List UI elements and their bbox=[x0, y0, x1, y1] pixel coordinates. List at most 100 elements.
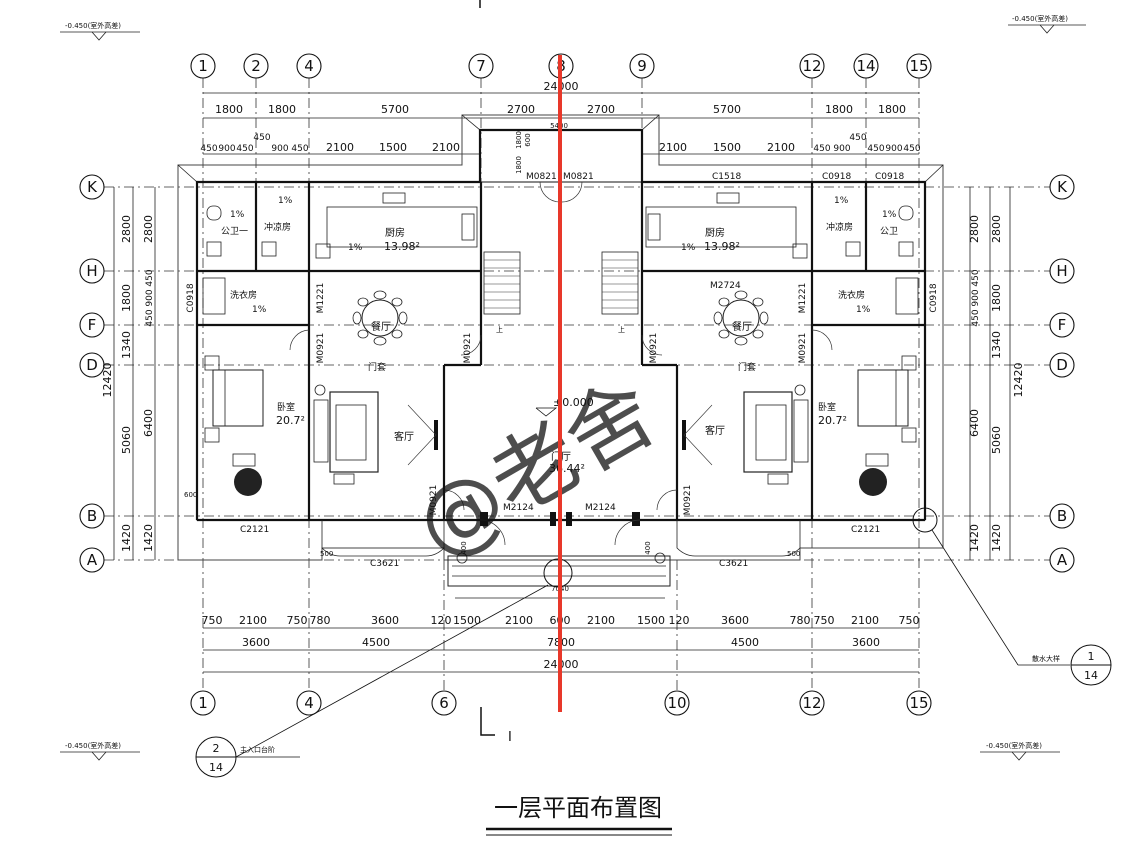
sofa-left bbox=[313, 384, 438, 485]
callout-scatter-water: 1 14 散水大样 bbox=[912, 507, 1112, 686]
dim-text: 450 bbox=[145, 309, 155, 326]
door-swings bbox=[289, 181, 833, 546]
dim-text: 2800 bbox=[968, 215, 981, 243]
slope-label: 1% bbox=[278, 196, 293, 206]
door-code: M0821 bbox=[563, 172, 594, 182]
dim-text: 1420 bbox=[990, 524, 1003, 552]
dim-text: 1800 bbox=[215, 103, 243, 116]
axis-label: 4 bbox=[304, 57, 314, 75]
elevation-mark-text: -0.450(室外高差) bbox=[65, 21, 121, 30]
kitchen-counter-right bbox=[645, 192, 808, 259]
stairs-left: 上 bbox=[483, 251, 521, 334]
door-set-label: 门套 bbox=[368, 361, 386, 373]
axis-label: 15 bbox=[909, 57, 928, 75]
dim-text: 600 bbox=[524, 133, 532, 146]
drawing-title-block: 一层平面布置图 bbox=[486, 794, 672, 836]
slope-label: 1% bbox=[252, 305, 267, 315]
dim-text: 780 bbox=[790, 614, 811, 627]
axis-label: D bbox=[1056, 356, 1068, 374]
axis-label: 12 bbox=[802, 57, 821, 75]
dim-text: 900 bbox=[218, 144, 235, 154]
dim-text: 1340 bbox=[120, 331, 133, 359]
window-code: C1518 bbox=[712, 172, 741, 182]
dim-text: 750 bbox=[287, 614, 308, 627]
elevation-mark-br: -0.450(室外高差) bbox=[980, 741, 1060, 761]
dim-text: 500 bbox=[787, 550, 800, 558]
dim-text: 3600 bbox=[242, 636, 270, 649]
dim-text: 1500 bbox=[453, 614, 481, 627]
section-mark-bottom: I bbox=[480, 707, 512, 745]
dim-text: 450 bbox=[903, 144, 920, 154]
bay-windows bbox=[321, 520, 801, 557]
dim-text: 400 bbox=[460, 541, 468, 554]
elevation-mark-text: -0.450(室外高差) bbox=[986, 741, 1042, 750]
dim-text: 1800 bbox=[825, 103, 853, 116]
dim-text: 3600 bbox=[371, 614, 399, 627]
dim-text: 120 bbox=[669, 614, 690, 627]
axis-label: 6 bbox=[439, 694, 449, 712]
dim-text: 900 bbox=[833, 144, 850, 154]
slope-label: 1% bbox=[882, 210, 897, 220]
room-labels: 厨房 13.98² 厨房 13.98² 冲凉房 冲凉房 公卫一 公卫 洗衣房 洗… bbox=[221, 196, 898, 475]
dim-text: 900 bbox=[271, 144, 288, 154]
slope-label: 1% bbox=[681, 243, 696, 253]
axis-label: 7 bbox=[476, 57, 486, 75]
window-code: C3621 bbox=[719, 559, 748, 569]
door-code: M0921 bbox=[798, 333, 808, 364]
dim-text: 450 bbox=[291, 144, 308, 154]
stairs-right: 上 bbox=[601, 251, 639, 334]
elevation-mark-tl: -0.450(室外高差) bbox=[60, 21, 140, 41]
tv-sightlines bbox=[407, 404, 713, 466]
dim-text: 2100 bbox=[505, 614, 533, 627]
room-label-living: 客厅 bbox=[705, 424, 725, 437]
door-code: M2124 bbox=[503, 503, 534, 513]
dim-text: 2100 bbox=[326, 141, 354, 154]
door-code: M1221 bbox=[316, 283, 326, 314]
dim-text: 4500 bbox=[731, 636, 759, 649]
slope-label: 1% bbox=[230, 210, 245, 220]
dim-text: 750 bbox=[899, 614, 920, 627]
slope-label: 1% bbox=[834, 196, 849, 206]
dim-text: 1500 bbox=[379, 141, 407, 154]
section-mark-label: I bbox=[508, 730, 512, 745]
elevation-mark-text: -0.450(室外高差) bbox=[1012, 14, 1068, 23]
dim-text: 4500 bbox=[362, 636, 390, 649]
callout-entry-steps: 2 14 主入口台阶 bbox=[195, 558, 573, 778]
door-code: M1221 bbox=[798, 283, 808, 314]
elevation-mark-text: -0.450(室外高差) bbox=[65, 741, 121, 750]
dim-text: 2100 bbox=[432, 141, 460, 154]
window-code: C0918 bbox=[186, 283, 196, 312]
elevation-mark-bl: -0.450(室外高差) bbox=[60, 741, 140, 761]
door-code: M0921 bbox=[429, 485, 439, 516]
dim-text: 1800 bbox=[990, 284, 1003, 312]
axis-label: K bbox=[1057, 178, 1068, 196]
callout-sheet: 14 bbox=[209, 761, 223, 774]
axis-label: A bbox=[87, 551, 98, 569]
axis-label: F bbox=[88, 316, 97, 334]
dim-text: 500 bbox=[320, 550, 333, 558]
door-columns bbox=[480, 512, 640, 526]
axis-label: B bbox=[87, 507, 97, 525]
room-area: 13.98² bbox=[384, 240, 420, 253]
dim-text: 1800 bbox=[878, 103, 906, 116]
dim-text: 1800 bbox=[268, 103, 296, 116]
dim-text: 1500 bbox=[713, 141, 741, 154]
bed-right bbox=[857, 355, 917, 496]
dim-text: 1420 bbox=[120, 524, 133, 552]
axis-label: 4 bbox=[304, 694, 314, 712]
dim-text: 780 bbox=[310, 614, 331, 627]
door-code: M0921 bbox=[649, 333, 659, 364]
axis-label: 1 bbox=[198, 57, 208, 75]
window-code: C3621 bbox=[370, 559, 399, 569]
axis-label: 15 bbox=[909, 694, 928, 712]
callout-label: 散水大样 bbox=[1032, 654, 1060, 663]
stair-up-label: 上 bbox=[618, 325, 625, 334]
room-label-bedroom: 卧室 bbox=[818, 401, 836, 413]
axis-label: B bbox=[1057, 507, 1067, 525]
dim-text: 6400 bbox=[968, 409, 981, 437]
bathroom-fixtures bbox=[202, 205, 919, 315]
dim-text: 5700 bbox=[381, 103, 409, 116]
slope-label: 1% bbox=[348, 243, 363, 253]
dim-text: 600 bbox=[184, 491, 197, 499]
